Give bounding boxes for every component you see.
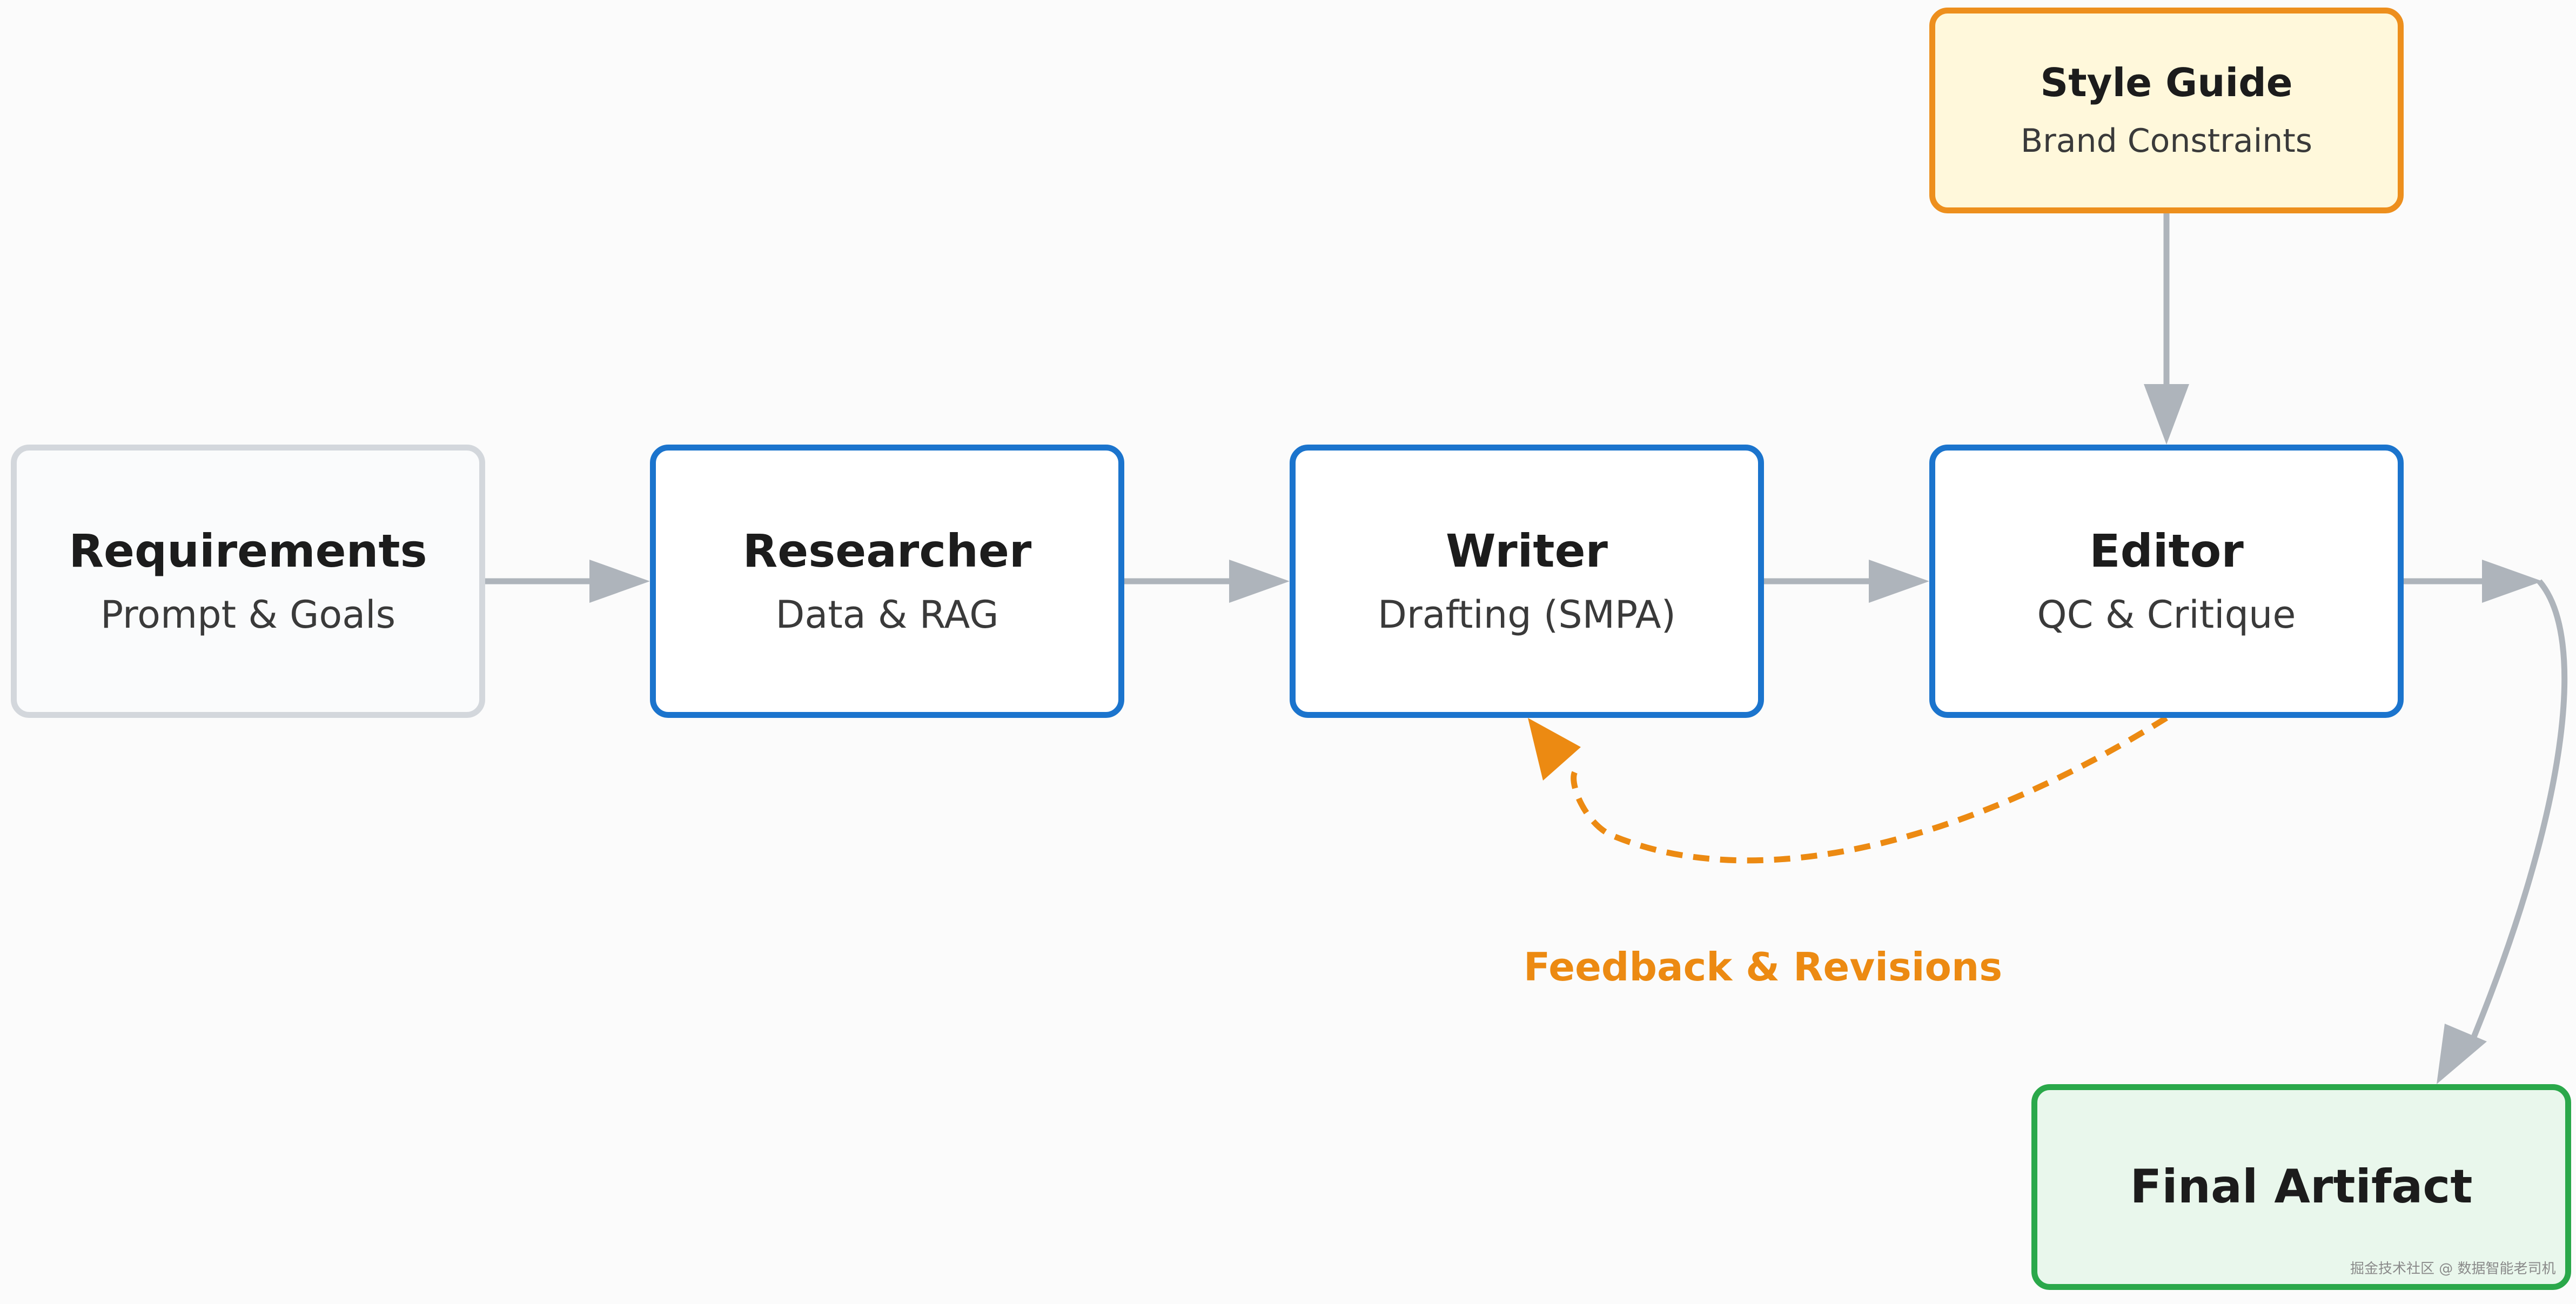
arrowhead-icon xyxy=(2437,1024,2487,1084)
node-title: Editor xyxy=(2089,524,2244,577)
node-subtitle: Data & RAG xyxy=(775,593,999,637)
arrowhead-icon xyxy=(1528,718,1581,781)
node-title: Final Artifact xyxy=(2130,1160,2473,1214)
node-editor: Editor QC & Critique xyxy=(1929,445,2404,718)
arrowhead-icon xyxy=(2144,384,2189,445)
node-researcher: Researcher Data & RAG xyxy=(650,445,1124,718)
node-subtitle: Brand Constraints xyxy=(2020,122,2313,160)
node-title: Requirements xyxy=(69,524,427,577)
feedback-edge-label: Feedback & Revisions xyxy=(1524,944,2003,990)
edge-editor-to-final xyxy=(2404,560,2568,1084)
watermark: 掘金技术社区 @ 数据智能老司机 xyxy=(2350,1261,2556,1277)
node-title: Style Guide xyxy=(2040,60,2293,106)
node-subtitle: Prompt & Goals xyxy=(100,593,396,637)
node-title: Researcher xyxy=(742,524,1032,577)
node-title: Writer xyxy=(1446,524,1608,577)
node-subtitle: QC & Critique xyxy=(2037,593,2296,637)
arrowhead-icon xyxy=(2482,560,2543,603)
edge-writer-to-editor xyxy=(1764,560,1929,603)
edge-style-guide-to-editor xyxy=(2144,213,2189,445)
node-writer: Writer Drafting (SMPA) xyxy=(1290,445,1764,718)
edge-feedback-editor-to-writer xyxy=(1528,715,2168,864)
arrowhead-icon xyxy=(1869,560,1929,603)
node-requirements: Requirements Prompt & Goals xyxy=(11,445,485,718)
node-style-guide: Style Guide Brand Constraints xyxy=(1929,8,2404,213)
edge-researcher-to-writer xyxy=(1124,560,1290,603)
arrowhead-icon xyxy=(1229,560,1290,603)
node-subtitle: Drafting (SMPA) xyxy=(1377,593,1676,637)
node-final-artifact: Final Artifact xyxy=(2031,1084,2571,1290)
edge-requirements-to-researcher xyxy=(485,560,650,603)
arrowhead-icon xyxy=(589,560,650,603)
